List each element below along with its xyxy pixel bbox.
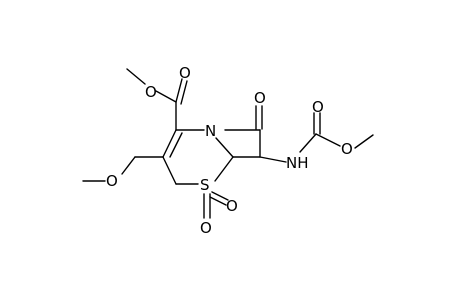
atom-labels: O O O N O O NH O S O O (106, 64, 353, 237)
atom-nh-amide: NH (286, 154, 309, 172)
atom-o-ester-carbonyl: O (179, 64, 191, 82)
bond-s-c6 (214, 156, 234, 182)
atom-s-sulfone: S (200, 176, 210, 194)
bonds (82, 68, 374, 219)
bond-c2-c3-double-1 (162, 129, 177, 158)
bond-carbamate-o-methyl (354, 134, 374, 149)
atom-o-sulfone-right: O (226, 197, 238, 215)
atom-o-carbamate-carbonyl: O (312, 98, 324, 116)
bond-carbamate-c-o (315, 133, 341, 147)
atom-o-lactam: O (254, 89, 266, 107)
bond-ester-methyl-o (126, 68, 146, 85)
atom-o-carbamate-methoxy: O (341, 140, 353, 158)
atom-n-ring: N (205, 122, 216, 140)
atom-o-ester-methoxy: O (145, 83, 157, 101)
bond-c7-nh (259, 156, 287, 163)
bond-ch2-o-ether (121, 156, 136, 175)
bond-c2-c3-double-2 (169, 132, 183, 158)
bond-s-o-right-double-1 (211, 191, 229, 201)
bond-ester-c-o-double-2 (180, 80, 188, 105)
bond-nh-c-carbamate (299, 133, 317, 153)
bond-ester-c-o-double-1 (175, 78, 183, 103)
bond-ester-o-c (155, 90, 177, 103)
bond-s-o-right-double-2 (209, 196, 227, 206)
atom-o-sulfone-down: O (200, 219, 212, 237)
bond-c3-c4 (162, 156, 177, 185)
bond-n-c6 (215, 137, 234, 158)
atom-o-ether: O (106, 172, 118, 190)
